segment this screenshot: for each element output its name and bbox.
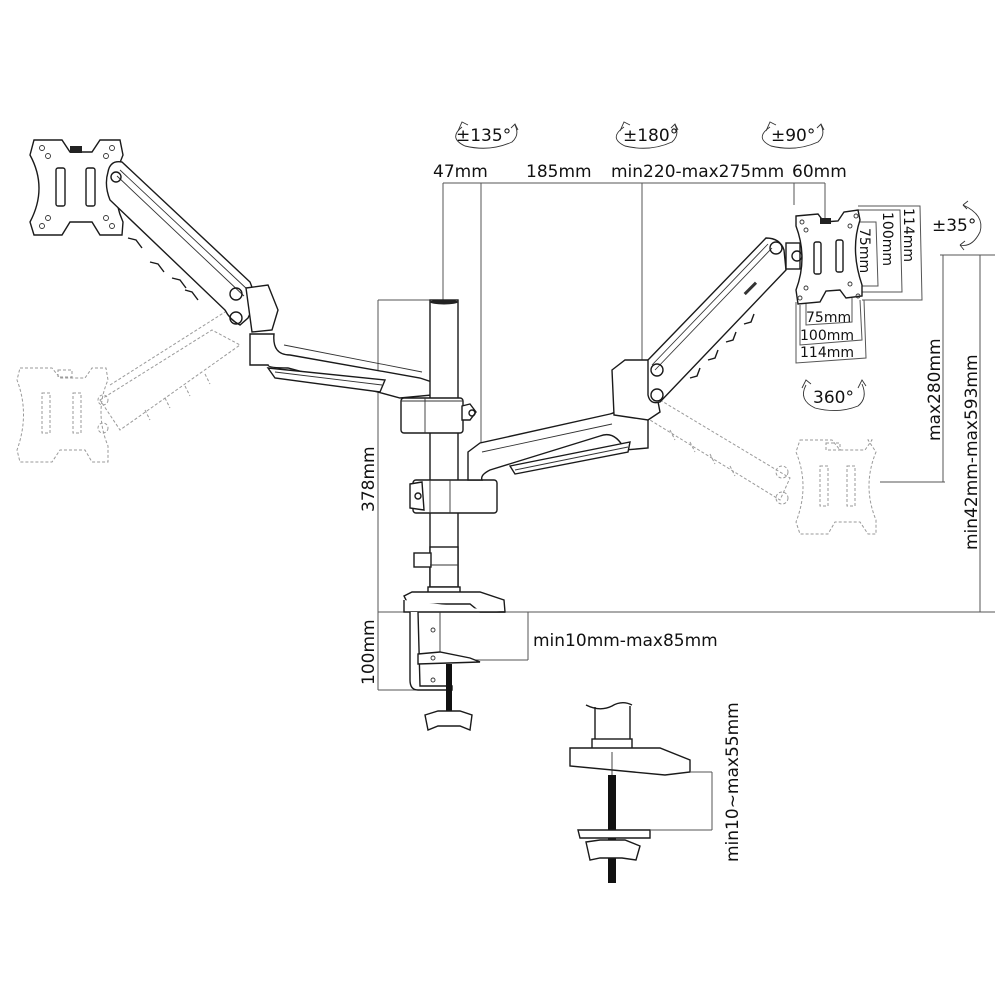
rotation-label-arm-elbow: ±180° bbox=[623, 126, 678, 146]
rotation-label-head-swivel: ±90° bbox=[771, 126, 815, 146]
dim-clamp-height: 100mm bbox=[359, 619, 379, 685]
left-vesa-plate bbox=[29, 139, 124, 236]
dim-pole-height: 378mm bbox=[359, 446, 379, 512]
dim-total-height-range: min42mm-max593mm bbox=[962, 354, 982, 550]
ghost-left-monitor-position bbox=[16, 311, 241, 463]
rotation-arrows bbox=[455, 121, 982, 411]
right-height-dimension-lines bbox=[880, 254, 995, 612]
dim-height-adjust: max280mm bbox=[925, 338, 945, 441]
rotation-label-rotation: 360° bbox=[813, 388, 854, 408]
right-lower-arm bbox=[467, 397, 649, 481]
vesa-vertical-114: 114mm bbox=[900, 208, 916, 262]
top-dimension-lines bbox=[442, 182, 826, 445]
grommet-clamp-detail bbox=[569, 702, 713, 883]
vesa-horizontal-114: 114mm bbox=[800, 345, 854, 361]
vesa-dimension-lines bbox=[795, 205, 923, 364]
ghost-right-monitor-position bbox=[649, 399, 877, 535]
right-vesa-plate bbox=[795, 209, 863, 305]
rotation-label-tilt: ±35° bbox=[932, 216, 976, 236]
dim-grommet-thickness: min10~max55mm bbox=[723, 702, 743, 862]
vesa-vertical-75: 75mm bbox=[856, 228, 872, 273]
left-lower-arm bbox=[249, 333, 433, 399]
left-upper-arm bbox=[105, 161, 279, 333]
right-upper-arm bbox=[611, 237, 803, 421]
vesa-horizontal-75: 75mm bbox=[806, 310, 851, 326]
dim-lower-arm: 185mm bbox=[526, 162, 592, 182]
dim-desk-thickness: min10mm-max85mm bbox=[533, 631, 718, 651]
vesa-vertical-100: 100mm bbox=[879, 212, 895, 266]
desk-clamp bbox=[403, 591, 506, 731]
rotation-label-arm-base: ±135° bbox=[456, 126, 511, 146]
dim-upper-arm: min220-max275mm bbox=[611, 162, 784, 182]
pole bbox=[400, 299, 498, 601]
vesa-horizontal-100: 100mm bbox=[800, 328, 854, 344]
dim-pole-offset: 47mm bbox=[433, 162, 488, 182]
dim-head: 60mm bbox=[792, 162, 847, 182]
